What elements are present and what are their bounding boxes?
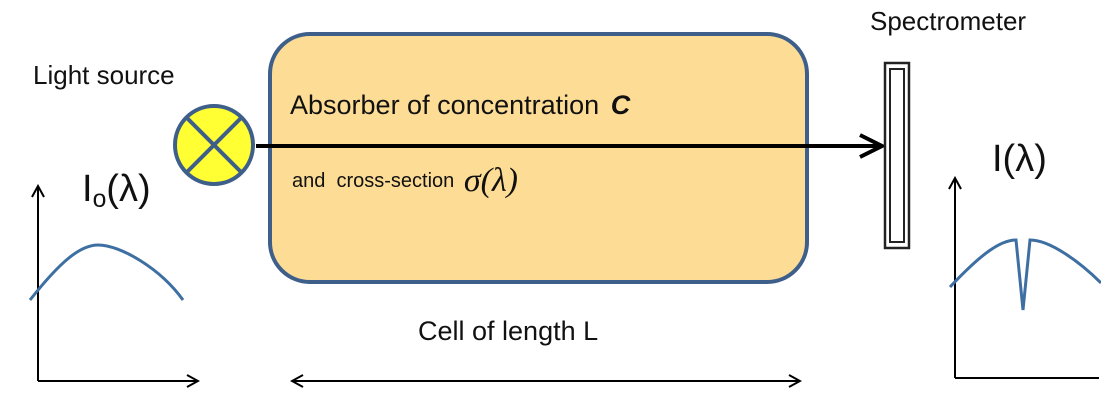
absorber-cell (268, 32, 809, 284)
transmitted-spectrum-plot (948, 178, 1101, 379)
concentration-variable: C (610, 90, 631, 120)
incident-intensity-subscript: o (92, 186, 107, 214)
cross-section-variable: σ(λ) (463, 162, 518, 199)
absorber-line2-prefix: and cross-section (292, 170, 455, 192)
incident-spectrum-curve (28, 243, 185, 301)
incident-spectrum-plot (28, 186, 198, 381)
cell-length-label: Cell of length L (418, 316, 599, 346)
light-source-label: Light source (33, 60, 175, 90)
absorber-concentration-text: Absorber of concentration C (290, 92, 630, 119)
circled-x-lamp-icon (173, 104, 255, 186)
spectrometer-slit-icon (883, 61, 911, 250)
transmitted-spectrum-curve (948, 238, 1101, 311)
transmitted-intensity-label: I(λ) (992, 138, 1047, 180)
spectrometer-label: Spectrometer (870, 6, 1027, 36)
incident-intensity-label: Io(λ) (82, 170, 151, 213)
absorber-line1-prefix: Absorber of concentration (290, 90, 600, 120)
incident-intensity-arg: (λ) (106, 168, 151, 210)
absorber-cross-section-text: and cross-section σ(λ) (292, 160, 518, 198)
incident-intensity-base: I (82, 168, 93, 210)
